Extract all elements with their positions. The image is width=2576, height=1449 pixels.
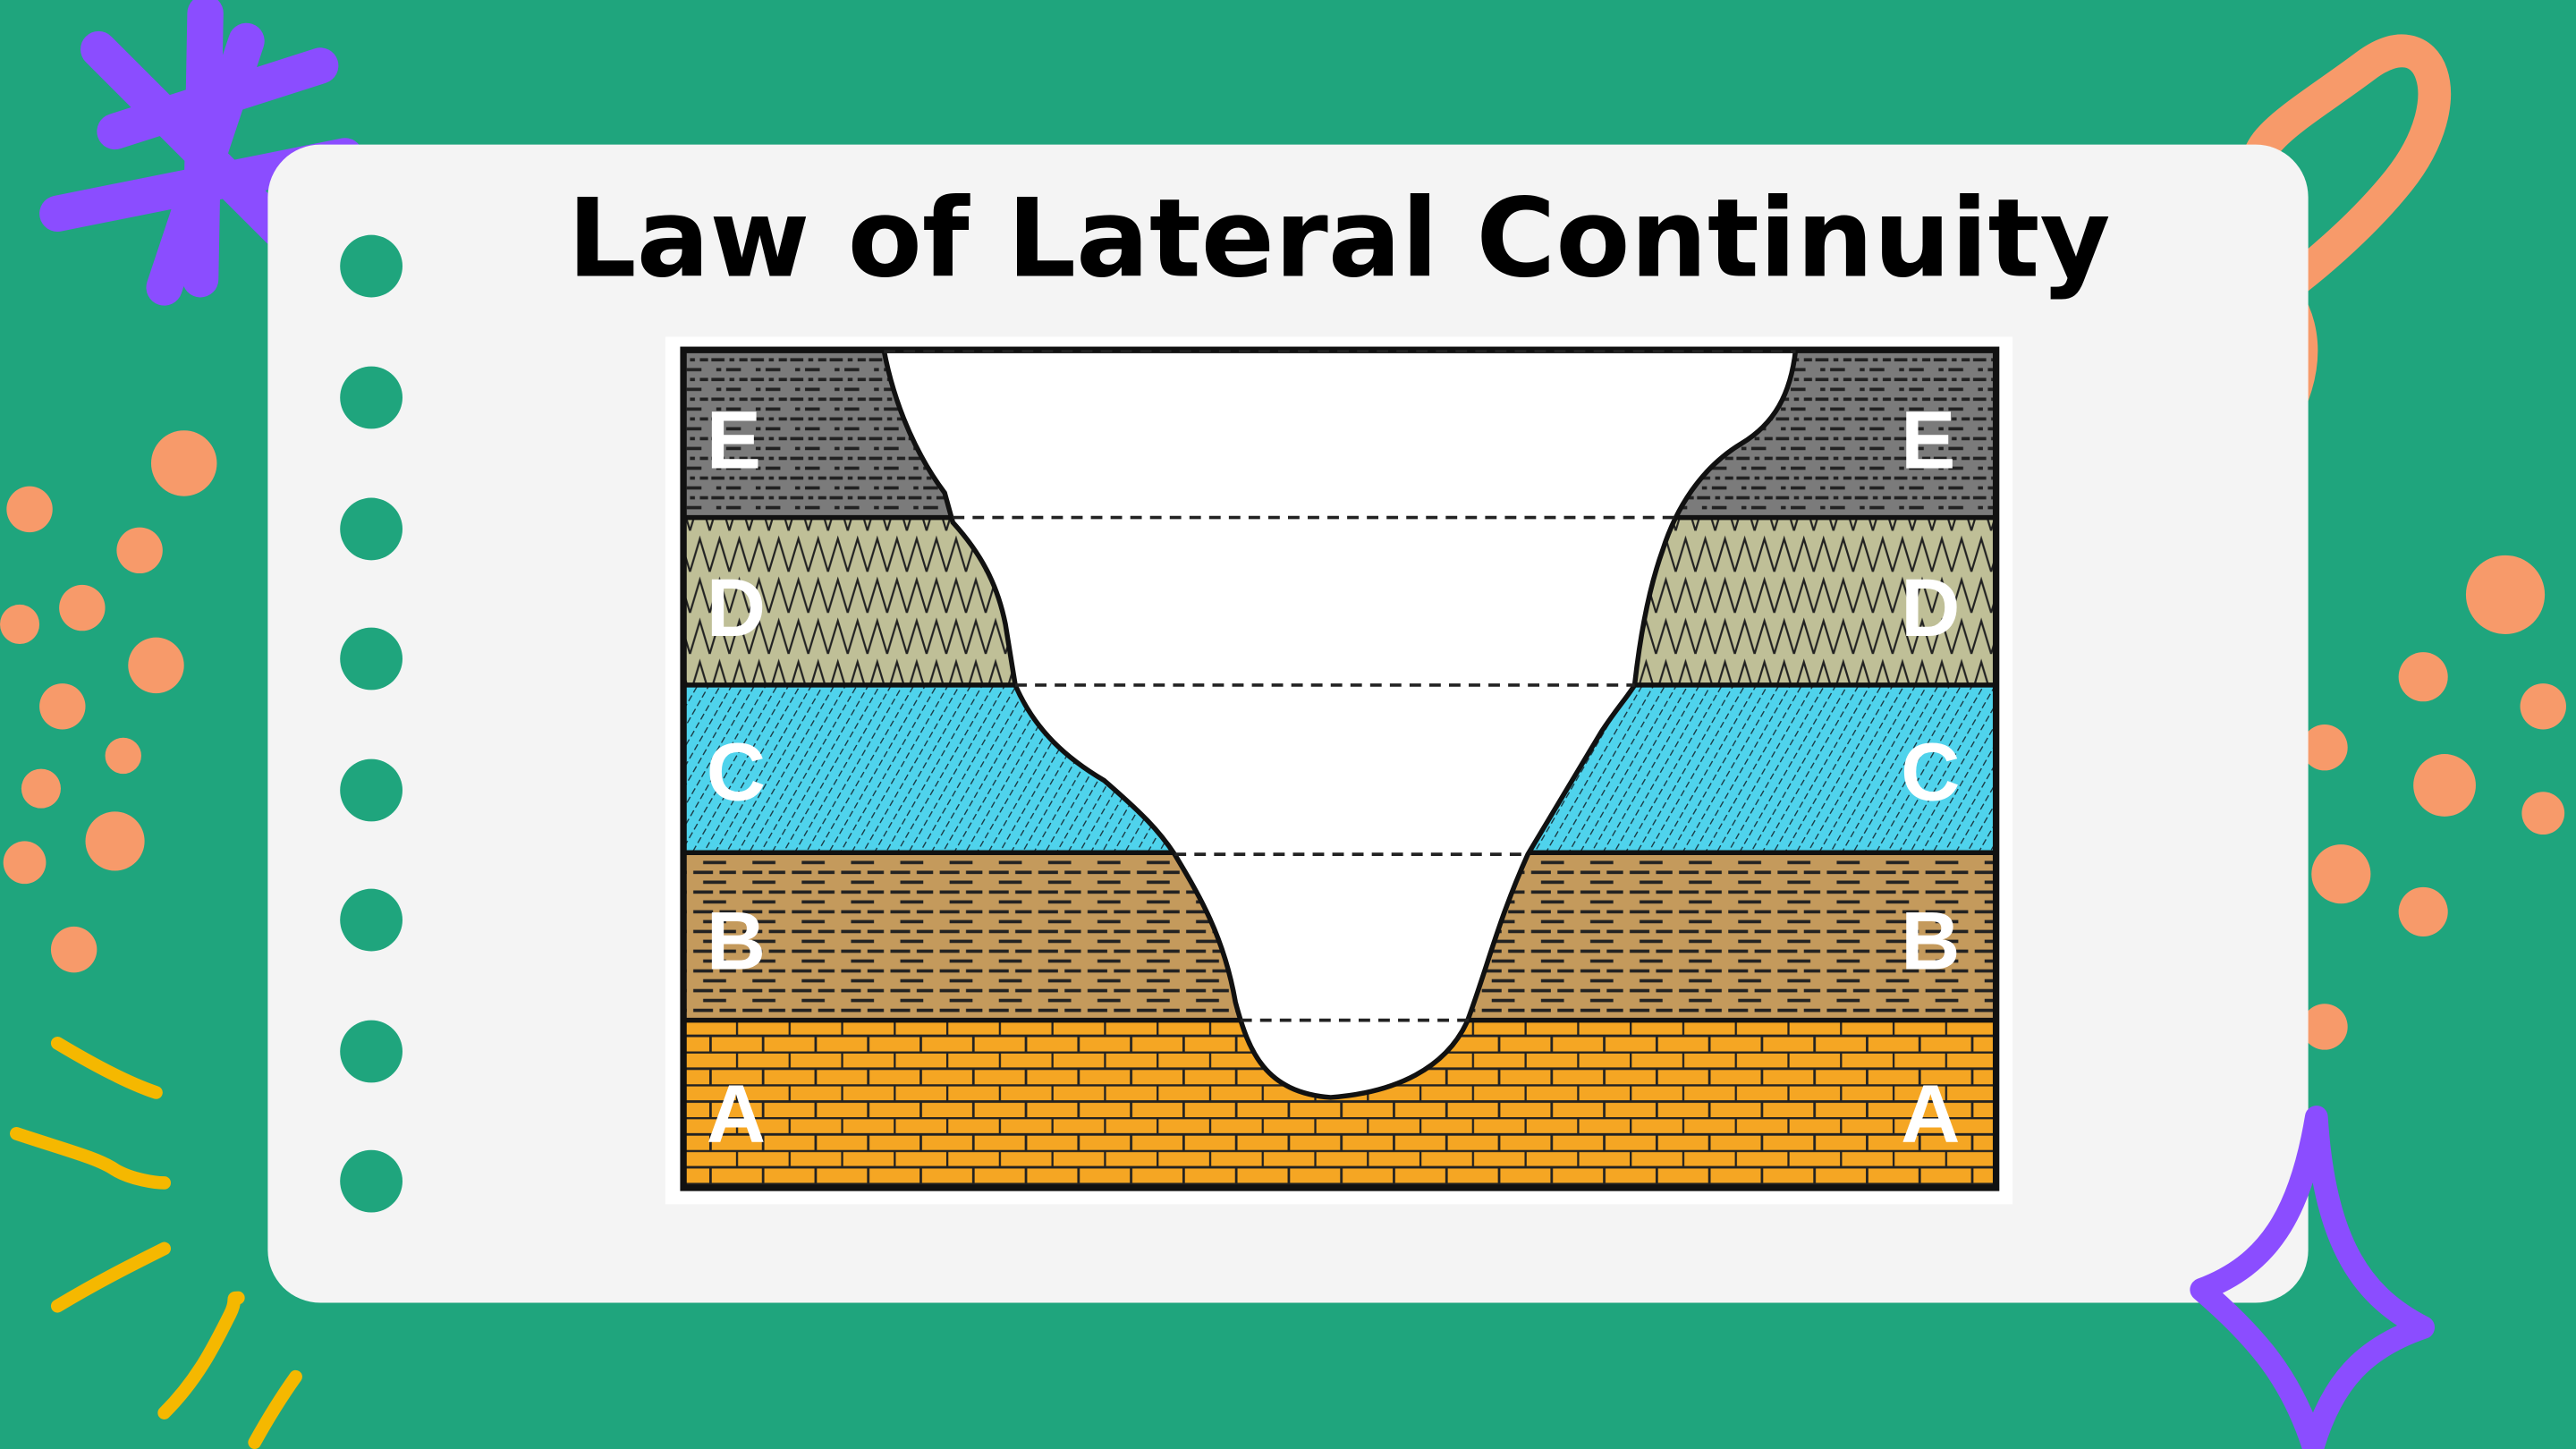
label-e-left: E — [707, 394, 761, 486]
label-d-right: D — [1901, 563, 1960, 654]
label-c-left: C — [707, 726, 766, 818]
layer-labels-left: E D C B A — [707, 394, 766, 1159]
label-a-left: A — [707, 1069, 766, 1160]
label-b-left: B — [707, 896, 766, 987]
orange-dots — [0, 430, 2566, 1050]
page-title: Law of Lateral Continuity — [567, 175, 2110, 302]
purple-starburst-icon — [39, 0, 363, 306]
label-d-left: D — [707, 563, 766, 654]
label-a-right: A — [1901, 1069, 1960, 1160]
label-c-right: C — [1901, 726, 1960, 818]
binder-holes — [340, 234, 402, 1213]
layer-labels-right: E D C B A — [1901, 394, 1960, 1159]
yellow-squiggles — [10, 1036, 302, 1449]
purple-sparkle-icon — [2190, 1106, 2436, 1449]
strata-diagram — [665, 336, 2012, 1205]
label-b-right: B — [1901, 896, 1960, 987]
label-e-right: E — [1901, 394, 1955, 486]
